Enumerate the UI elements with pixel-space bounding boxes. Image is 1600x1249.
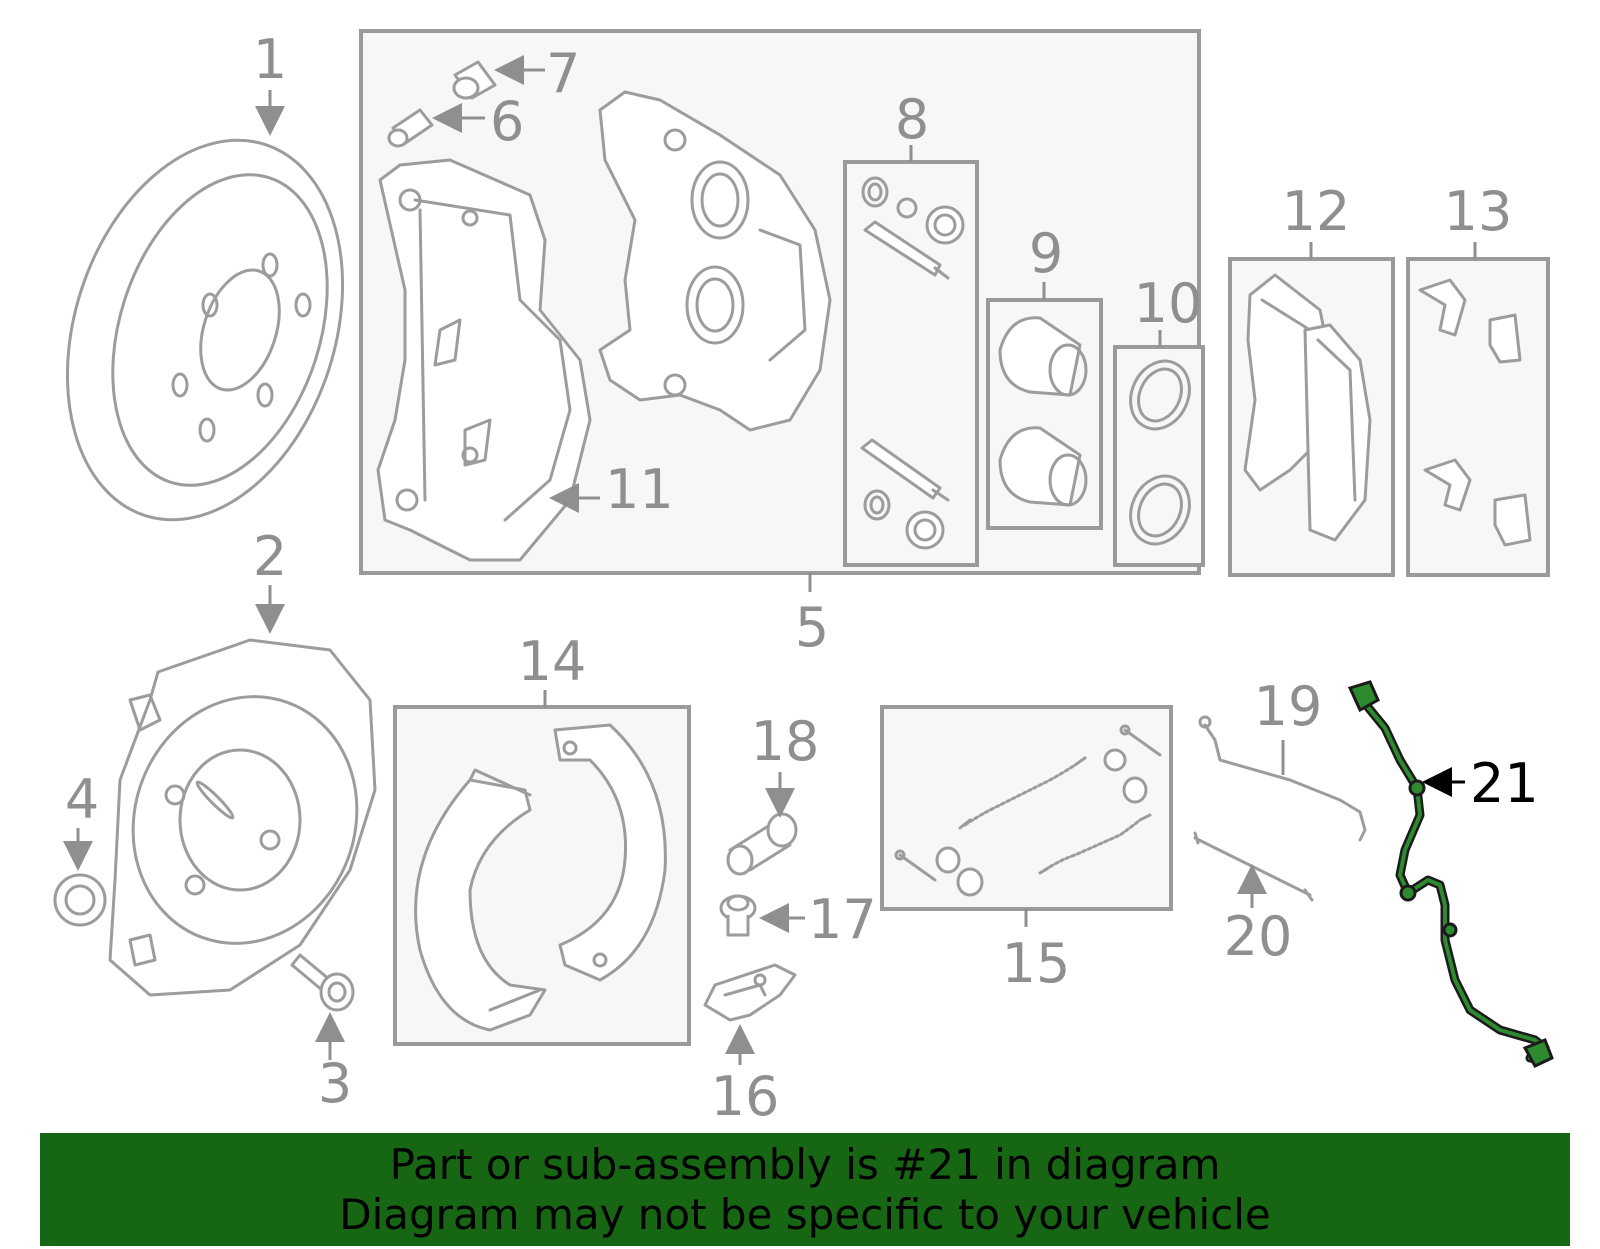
label-7: 7: [546, 42, 580, 105]
label-16: 16: [711, 1065, 780, 1128]
label-19: 19: [1254, 675, 1323, 738]
label-20: 20: [1224, 905, 1293, 968]
caliper-bracket-part-11: [376, 158, 592, 562]
abs-sensor-part-21[interactable]: [1347, 680, 1554, 1068]
label-5: 5: [795, 596, 829, 659]
bracket-part-16: [703, 963, 797, 1022]
backing-plate-part-2: [108, 638, 377, 997]
pistons-part-9: [998, 316, 1088, 507]
label-4: 4: [65, 768, 99, 831]
notice-banner: Part or sub-assembly is #21 in diagram D…: [40, 1133, 1570, 1246]
label-12: 12: [1282, 180, 1351, 243]
label-13: 13: [1444, 180, 1513, 243]
label-14: 14: [518, 630, 587, 693]
label-18: 18: [751, 710, 820, 773]
guide-pins-part-8: [860, 176, 965, 550]
label-6: 6: [490, 90, 524, 153]
seals-part-10: [1129, 359, 1191, 546]
seal-kit-box-10: [1113, 345, 1205, 567]
springs-part-15: [894, 724, 1162, 897]
brake-rotor-part-1: [65, 138, 345, 522]
caliper-housing: [598, 90, 832, 432]
label-9: 9: [1029, 222, 1063, 285]
label-15: 15: [1002, 932, 1071, 995]
brake-shoes-part-14: [414, 723, 667, 1032]
cable-part-19: [1198, 715, 1367, 842]
guide-sleeve-part-7: [452, 60, 497, 100]
brake-pads-part-12: [1243, 273, 1372, 542]
label-1: 1: [253, 28, 287, 91]
label-11: 11: [605, 458, 674, 521]
clips-part-13: [1418, 278, 1532, 547]
parts-diagram: 1 5 7 6 11 8: [53, 28, 1554, 1128]
label-3: 3: [318, 1052, 352, 1115]
banner-line-1: Part or sub-assembly is #21 in diagram: [389, 1139, 1221, 1189]
hardware-kit-box-15: [880, 705, 1173, 911]
nut-part-4: [53, 873, 107, 927]
label-17: 17: [808, 888, 877, 951]
bolt-part-3: [290, 953, 355, 1012]
banner-line-2: Diagram may not be specific to your vehi…: [339, 1189, 1271, 1239]
grommet-part-17: [719, 894, 757, 937]
label-8: 8: [895, 88, 929, 151]
label-21: 21: [1470, 752, 1539, 815]
plug-part-18: [726, 812, 798, 876]
label-2: 2: [253, 525, 287, 588]
label-10: 10: [1134, 272, 1203, 335]
